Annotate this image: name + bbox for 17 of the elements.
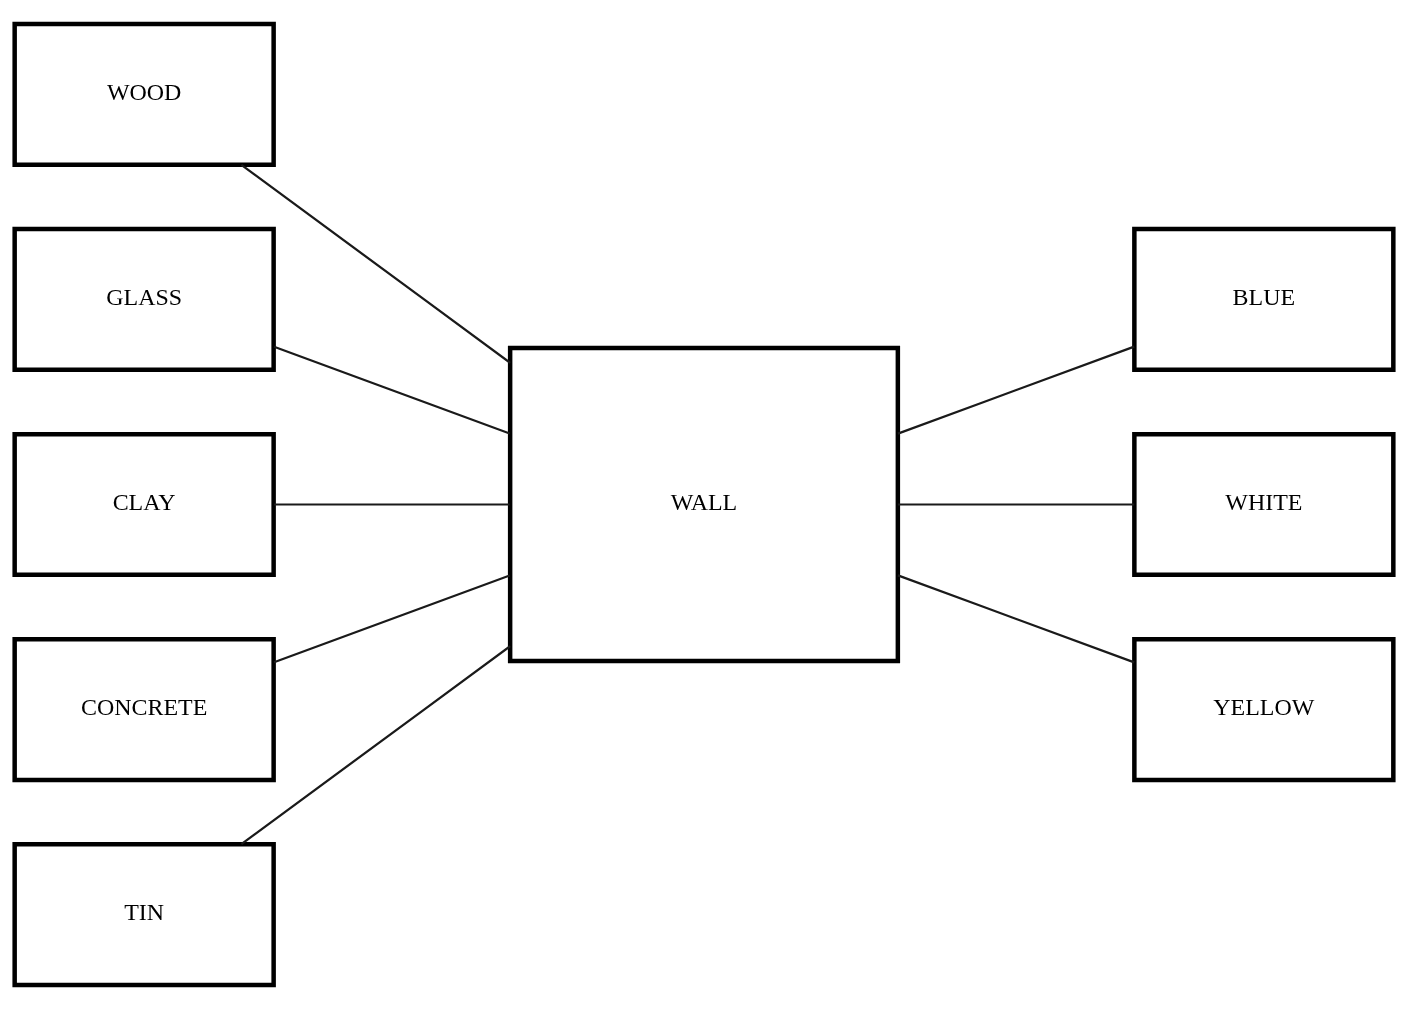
connector	[273, 345, 511, 435]
connector	[273, 574, 511, 664]
node-box: WOOD	[12, 21, 276, 167]
node-box: TIN	[12, 842, 276, 988]
node-box: CONCRETE	[12, 636, 276, 783]
connector	[897, 574, 1135, 664]
connector	[240, 163, 511, 364]
node-box: WALL	[507, 345, 901, 664]
node-box: CLAY	[12, 431, 276, 578]
connector	[897, 345, 1135, 435]
connector	[240, 645, 511, 846]
node-box: YELLOW	[1132, 636, 1396, 783]
connector	[897, 503, 1135, 506]
node-box: BLUE	[1132, 226, 1396, 373]
node-box: WHITE	[1132, 431, 1396, 578]
connector	[274, 503, 510, 506]
node-box: GLASS	[12, 226, 276, 373]
